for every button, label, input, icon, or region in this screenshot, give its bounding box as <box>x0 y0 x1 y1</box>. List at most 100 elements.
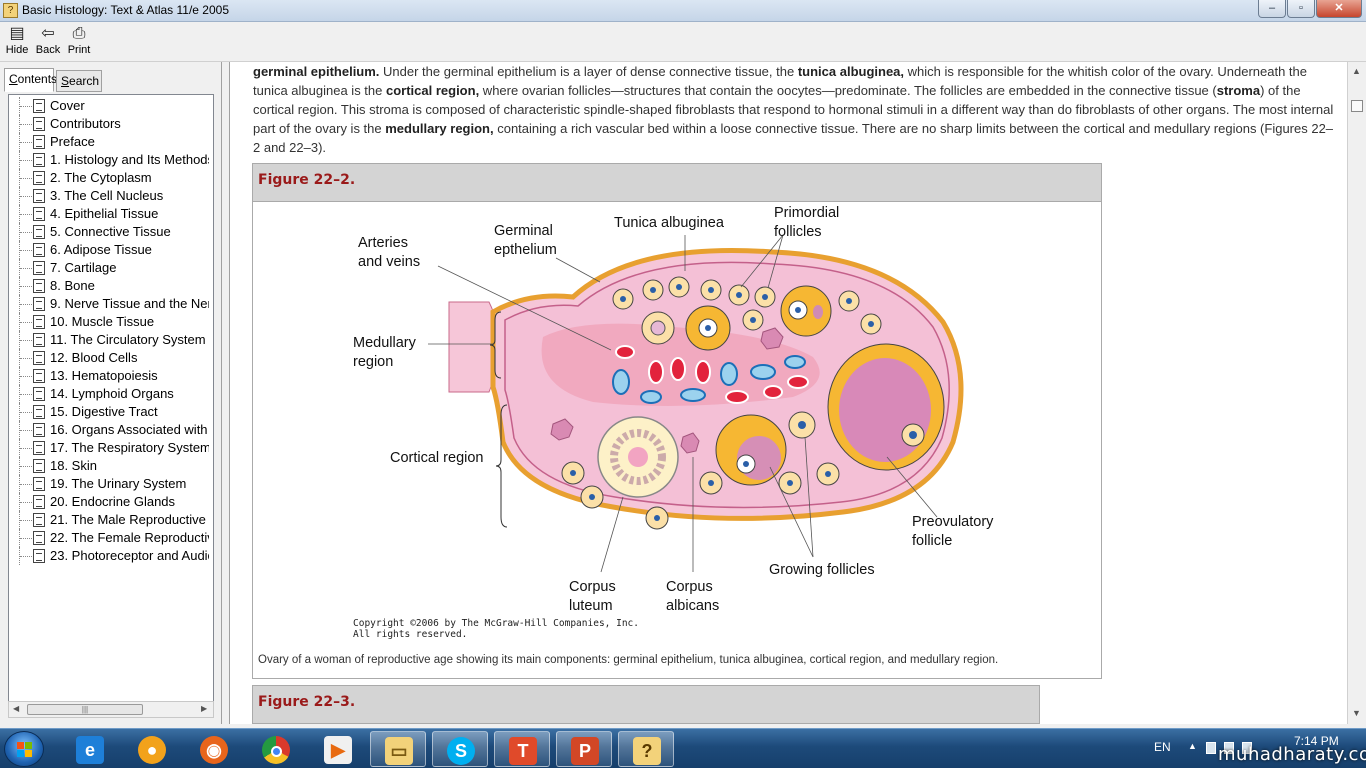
copyright-line: All rights reserved. <box>353 629 468 640</box>
toc-item-label: Contributors <box>50 116 121 131</box>
tab-contents-label: ontents <box>17 72 58 86</box>
tree-connector <box>19 349 33 367</box>
toc-item[interactable]: 4. Epithelial Tissue <box>9 205 209 223</box>
restore-button[interactable]: ▫ <box>1287 0 1315 18</box>
toc-item[interactable]: 10. Muscle Tissue <box>9 313 209 331</box>
start-button[interactable] <box>4 731 44 767</box>
hide-button[interactable]: ▤ Hide <box>0 24 34 60</box>
volume-tray-icon[interactable] <box>1242 742 1252 754</box>
toc-item[interactable]: 8. Bone <box>9 277 209 295</box>
tree-connector <box>19 187 33 205</box>
contents-horizontal-scrollbar[interactable]: ◀ ||| ▶ <box>8 701 214 718</box>
scroll-right-icon[interactable]: ▶ <box>201 704 208 713</box>
t-app-icon: T <box>509 737 537 765</box>
tree-connector <box>19 115 33 133</box>
toc-item-label: 2. The Cytoplasm <box>50 170 152 185</box>
taskbar-powerpoint[interactable]: P <box>556 731 612 767</box>
toc-item[interactable]: 18. Skin <box>9 457 209 475</box>
document-icon <box>33 441 45 455</box>
network-tray-icon[interactable] <box>1224 742 1234 754</box>
scroll-left-icon[interactable]: ◀ <box>13 704 20 713</box>
toc-item[interactable]: 6. Adipose Tissue <box>9 241 209 259</box>
toc-item[interactable]: 21. The Male Reproductive System <box>9 511 209 529</box>
document-icon <box>33 297 45 311</box>
toc-item-label: 11. The Circulatory System <box>50 332 206 347</box>
toc-item-label: Preface <box>50 134 95 149</box>
system-tray: EN ▲ 7:14 PM <box>1136 729 1366 768</box>
toc-item[interactable]: 11. The Circulatory System <box>9 331 209 349</box>
document-icon <box>33 333 45 347</box>
label-growing-follicles: Growing follicles <box>769 562 875 578</box>
toc-item[interactable]: Cover <box>9 97 209 115</box>
document-icon <box>33 405 45 419</box>
scroll-up-icon[interactable]: ▲ <box>1352 66 1361 76</box>
label-line: Germinal <box>494 223 553 239</box>
document-icon <box>33 117 45 131</box>
scroll-down-icon[interactable]: ▼ <box>1352 708 1361 718</box>
clock-time[interactable]: 7:14 PM <box>1294 734 1339 748</box>
label-line: Preovulatory <box>912 514 994 530</box>
toc-item[interactable]: 22. The Female Reproductive System <box>9 529 209 547</box>
toc-item[interactable]: Preface <box>9 133 209 151</box>
language-indicator[interactable]: EN <box>1154 740 1171 754</box>
scroll-thumb[interactable] <box>1351 100 1363 112</box>
toc-item[interactable]: 12. Blood Cells <box>9 349 209 367</box>
taskbar-explorer[interactable]: ▭ <box>370 731 426 767</box>
toc-item[interactable]: 15. Digestive Tract <box>9 403 209 421</box>
toc-item[interactable]: 1. Histology and Its Methods <box>9 151 209 169</box>
tab-contents[interactable]: Contents <box>4 68 58 92</box>
flag-tray-icon[interactable] <box>1206 742 1216 754</box>
document-icon <box>33 423 45 437</box>
taskbar-chrome[interactable] <box>248 731 304 767</box>
toc-item-label: 16. Organs Associated with the Digestive… <box>50 422 209 437</box>
toc-item[interactable]: 16. Organs Associated with the Digestive… <box>9 421 209 439</box>
minimize-button[interactable]: ‒ <box>1258 0 1286 18</box>
taskbar-internet-explorer[interactable]: e <box>62 731 118 767</box>
tree-connector <box>19 403 33 421</box>
figure-22-2: Figure 22–2. <box>252 163 1102 679</box>
toc-item[interactable]: 5. Connective Tissue <box>9 223 209 241</box>
print-button[interactable]: ⎙ Print <box>62 24 96 60</box>
label-line: Corpus <box>666 579 713 595</box>
toc-item[interactable]: 13. Hematopoiesis <box>9 367 209 385</box>
toc-item[interactable]: 7. Cartilage <box>9 259 209 277</box>
printer-icon: ⎙ <box>72 25 86 42</box>
toc-item[interactable]: 17. The Respiratory System <box>9 439 209 457</box>
toc-item-label: 4. Epithelial Tissue <box>50 206 159 221</box>
document-icon <box>33 387 45 401</box>
tree-connector <box>19 151 33 169</box>
close-button[interactable]: ✕ <box>1316 0 1362 18</box>
taskbar-t-app[interactable]: T <box>494 731 550 767</box>
toc-item[interactable]: 19. The Urinary System <box>9 475 209 493</box>
taskbar-media-player[interactable]: ▶ <box>310 731 366 767</box>
tree-connector <box>19 133 33 151</box>
toc-item-label: 21. The Male Reproductive System <box>50 512 209 527</box>
label-line: albicans <box>666 598 720 614</box>
document-icon <box>33 207 45 221</box>
toc-item-label: 18. Skin <box>50 458 97 473</box>
show-hidden-icons-icon[interactable]: ▲ <box>1188 741 1197 751</box>
taskbar-help-viewer[interactable]: ? <box>618 731 674 767</box>
text-run: where ovarian follicles—structures that … <box>479 83 1217 98</box>
scroll-thumb[interactable]: ||| <box>27 704 143 715</box>
toc-item[interactable]: Contributors <box>9 115 209 133</box>
toc-item[interactable]: 9. Nerve Tissue and the Nervous System <box>9 295 209 313</box>
toc-item[interactable]: 3. The Cell Nucleus <box>9 187 209 205</box>
content-vertical-scrollbar[interactable]: ▲ ▼ <box>1347 62 1366 724</box>
toc-item-label: 5. Connective Tissue <box>50 224 171 239</box>
toc-item[interactable]: 2. The Cytoplasm <box>9 169 209 187</box>
toc-item[interactable]: 23. Photoreceptor and Audioreceptor Syst… <box>9 547 209 565</box>
tree-connector <box>19 439 33 457</box>
label-line: Corpus <box>569 579 616 595</box>
taskbar-skype[interactable]: S <box>432 731 488 767</box>
toc-item[interactable]: 14. Lymphoid Organs <box>9 385 209 403</box>
taskbar-firefox[interactable]: ◉ <box>186 731 242 767</box>
back-button[interactable]: ⇦ Back <box>31 24 65 60</box>
tab-search[interactable]: Search <box>56 70 102 92</box>
chrome-icon <box>262 736 290 764</box>
taskbar-app-orb[interactable]: ● <box>124 731 180 767</box>
toc-item[interactable]: 20. Endocrine Glands <box>9 493 209 511</box>
